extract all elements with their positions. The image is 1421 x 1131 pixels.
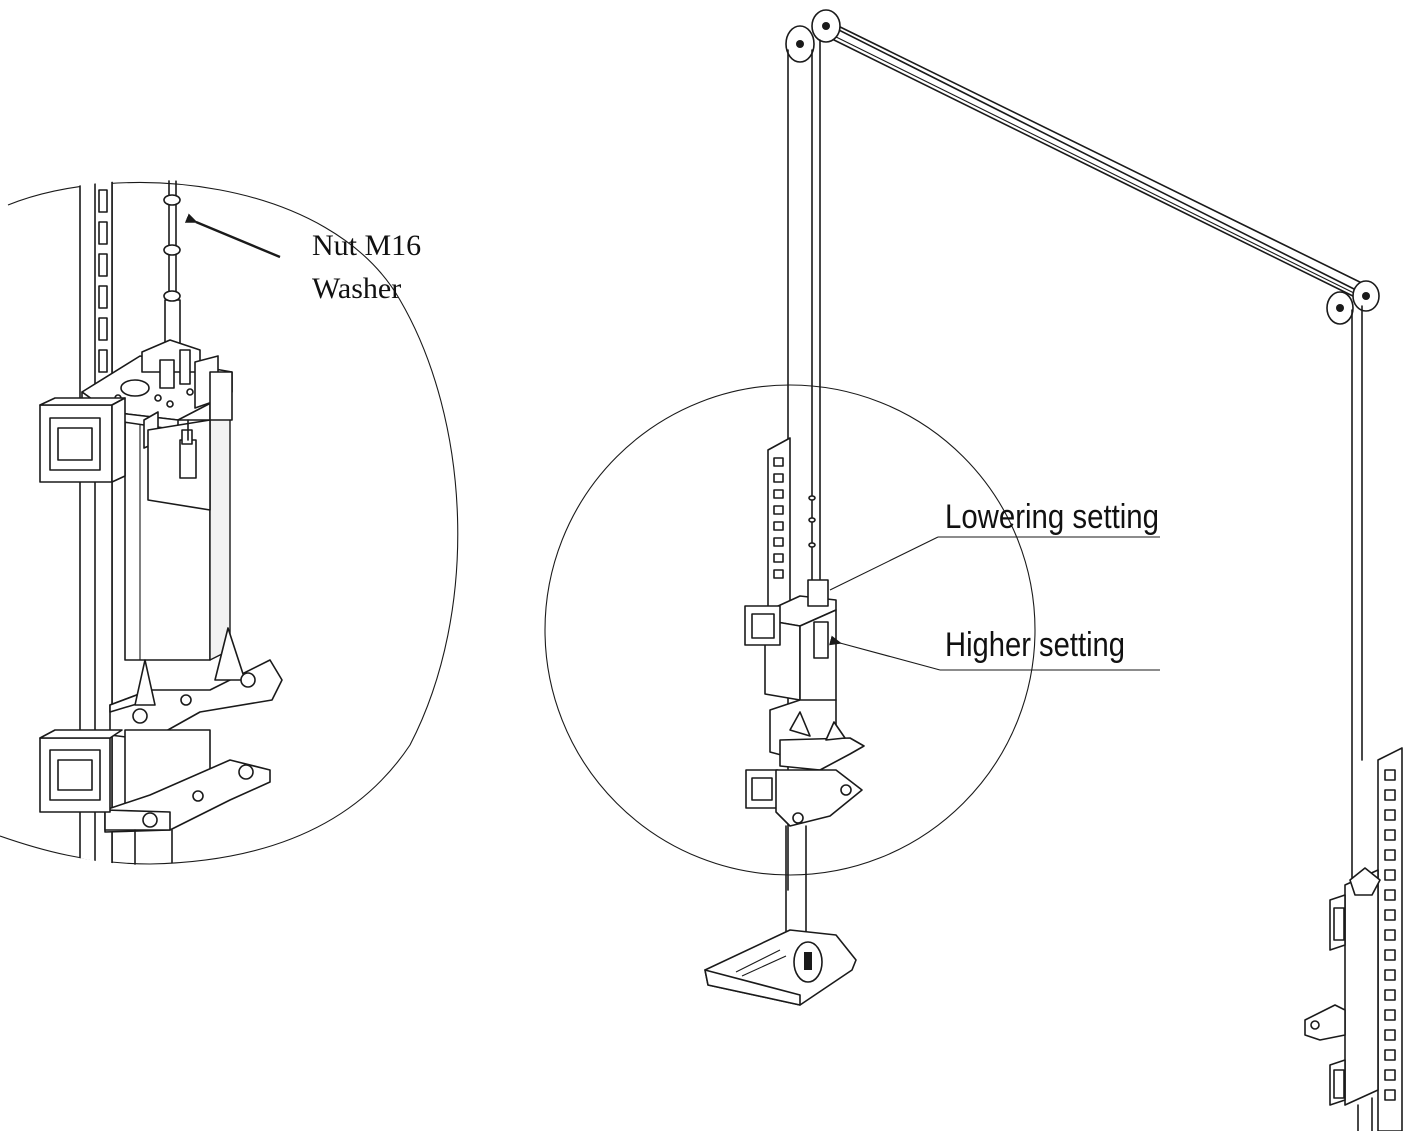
left-carriage (744, 579, 865, 827)
right-post-slots (1384, 769, 1396, 1101)
pulley-top-left-front (785, 25, 815, 63)
right-post (1377, 747, 1403, 1131)
detail-nut-lower (163, 290, 181, 302)
overview-view: Lowering setting Higher setting (544, 9, 1403, 1131)
pulley-top-right-rear (1352, 280, 1380, 312)
top-beam (814, 17, 1373, 303)
callout-lowering (829, 536, 1160, 591)
label-washer: Washer (312, 272, 401, 305)
pulley-top-right-front (1326, 291, 1354, 325)
detail-circle-outline (0, 181, 459, 865)
detail-side-guide (147, 419, 211, 511)
detail-threaded-rod (163, 180, 181, 356)
left-post (767, 437, 816, 613)
label-higher-setting: Higher setting (945, 626, 1125, 664)
zoom-detail-circle (544, 384, 1036, 876)
right-carriage (1304, 867, 1381, 1131)
lifting-cables (787, 39, 1363, 891)
left-post-slots (773, 457, 784, 579)
detail-lower-roller-bracket (39, 729, 123, 813)
nut-pointer-arrow (184, 213, 281, 259)
callout-higher (829, 635, 1160, 671)
detail-upper-roller-bracket (39, 397, 126, 483)
label-nut: Nut M16 (312, 229, 421, 262)
detail-nut-upper (163, 194, 181, 206)
detail-view: Nut M16 Washer (0, 180, 459, 866)
left-base (704, 825, 857, 1006)
detail-back-post (79, 180, 113, 866)
pulley-top-left-rear (811, 9, 841, 43)
detail-post-slots (98, 189, 108, 373)
label-lowering-setting: Lowering setting (945, 498, 1159, 536)
detail-base-plate-upper (109, 627, 283, 741)
detail-nut-middle (163, 244, 181, 256)
detail-base-plate-lower (104, 729, 271, 866)
